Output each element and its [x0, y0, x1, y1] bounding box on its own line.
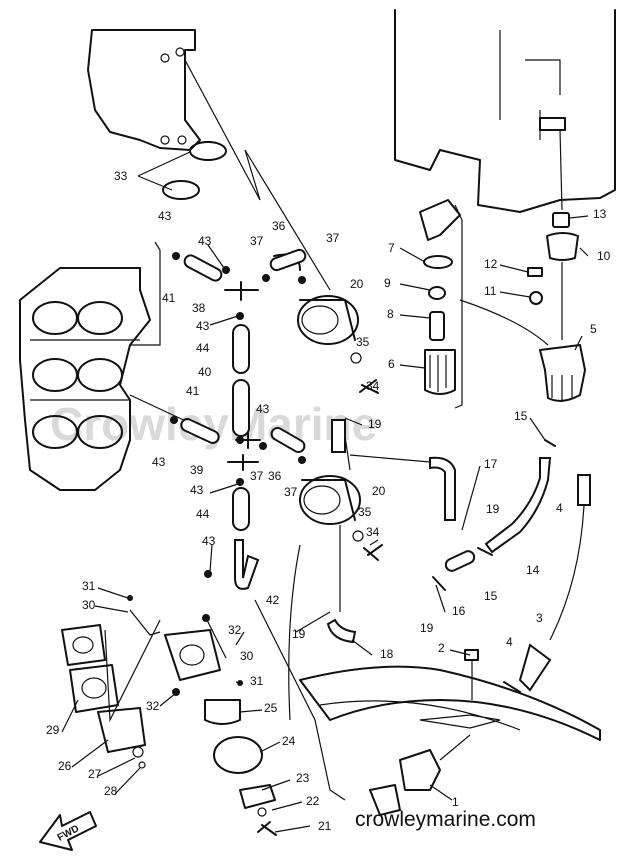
forward-arrow-icon: FWD — [39, 811, 97, 851]
callout: 36 — [272, 219, 286, 233]
guide-line-bottom — [254, 599, 346, 801]
callout: 4 — [556, 501, 563, 515]
callout: 11 — [484, 284, 497, 298]
cylinder-block — [19, 267, 151, 491]
callout: 43 — [256, 402, 270, 416]
callout: 13 — [593, 207, 607, 221]
center-hose-assembly — [180, 248, 307, 590]
callout: 1 — [452, 795, 459, 809]
callout: 42 — [266, 593, 280, 607]
callout: 19 — [486, 502, 500, 516]
hose-line-a — [344, 435, 351, 471]
callout: 20 — [372, 484, 386, 498]
callout: 33 — [114, 169, 128, 183]
callout: 22 — [306, 794, 320, 808]
callout: 24 — [282, 734, 296, 748]
callout: 37 — [250, 234, 264, 248]
callout: 37 — [250, 469, 264, 483]
hose-18 — [326, 618, 357, 644]
callout: 26 — [58, 759, 72, 773]
callout: 3 — [536, 611, 543, 625]
guide-line-top — [184, 59, 331, 291]
callout: 25 — [264, 701, 278, 715]
lower-cowl — [299, 665, 601, 741]
callout: 2 — [438, 641, 445, 655]
callout: 8 — [387, 307, 394, 321]
hose-19a — [331, 419, 346, 453]
callout: 43 — [202, 534, 216, 548]
callout: 43 — [190, 483, 204, 497]
footer-url: crowleymarine.com — [355, 808, 536, 831]
callout: 44 — [196, 507, 210, 521]
callout: 41 — [162, 291, 176, 305]
callout: 44 — [196, 341, 210, 355]
engine-housing — [394, 9, 616, 213]
callout: 35 — [358, 505, 372, 519]
callout: 32 — [228, 623, 242, 637]
callout: 15 — [514, 409, 528, 423]
callout: 34 — [366, 379, 380, 393]
callout: 43 — [198, 234, 212, 248]
fuel-connector — [369, 734, 471, 816]
hose-17 — [429, 456, 456, 521]
callout: 39 — [190, 463, 204, 477]
callout: 17 — [484, 457, 498, 471]
hose-clamps — [170, 252, 306, 578]
guide-arrow-right — [459, 299, 549, 346]
callout: 9 — [384, 276, 391, 290]
top-left-gasket — [87, 29, 201, 151]
callout: 7 — [388, 241, 395, 255]
gasket-33 — [162, 141, 227, 200]
callout: 38 — [192, 301, 206, 315]
callout: 41 — [186, 384, 200, 398]
fuel-pump-lower — [299, 475, 361, 525]
callout: 10 — [597, 249, 611, 263]
callout: 43 — [152, 455, 166, 469]
callout: 20 — [350, 277, 364, 291]
guide-line-mid — [288, 544, 301, 721]
fuel-pump-upper — [297, 295, 359, 345]
callout: 40 — [198, 365, 212, 379]
callout: 19 — [368, 417, 382, 431]
callout-labels: 1 2 3 4 4 5 6 7 8 9 10 11 12 13 14 15 15… — [46, 169, 611, 833]
callout: 43 — [158, 209, 172, 223]
callout: 37 — [326, 231, 340, 245]
callout: 31 — [82, 579, 96, 593]
callout: 28 — [104, 784, 118, 798]
callout: 29 — [46, 723, 60, 737]
callout: 19 — [420, 621, 434, 635]
hose-line-17 — [349, 454, 431, 463]
callout: 27 — [88, 767, 102, 781]
callout: 30 — [240, 649, 254, 663]
callout: 35 — [356, 335, 370, 349]
leader-lines — [61, 151, 589, 833]
callout: 30 — [82, 598, 96, 612]
fuel-filter-right — [527, 129, 586, 402]
bracket-left — [130, 241, 161, 346]
right-hoses — [432, 439, 591, 700]
callout: 12 — [484, 257, 498, 271]
callout: 18 — [380, 647, 394, 661]
callout: 31 — [250, 674, 264, 688]
callout: 4 — [506, 635, 513, 649]
callout: 34 — [366, 525, 380, 539]
fuel-filter-bowl — [419, 199, 463, 409]
callout: 21 — [318, 819, 332, 833]
callout: 14 — [526, 563, 540, 577]
callout: 36 — [268, 469, 282, 483]
callout: 16 — [452, 604, 466, 618]
callout: 19 — [292, 627, 306, 641]
callout: 6 — [388, 357, 395, 371]
callout: 32 — [146, 699, 160, 713]
callout: 37 — [284, 485, 298, 499]
callout: 15 — [484, 589, 498, 603]
primer-parts — [61, 595, 277, 836]
callout: 23 — [296, 771, 310, 785]
callout: 5 — [590, 322, 597, 336]
callout: 43 — [196, 319, 210, 333]
